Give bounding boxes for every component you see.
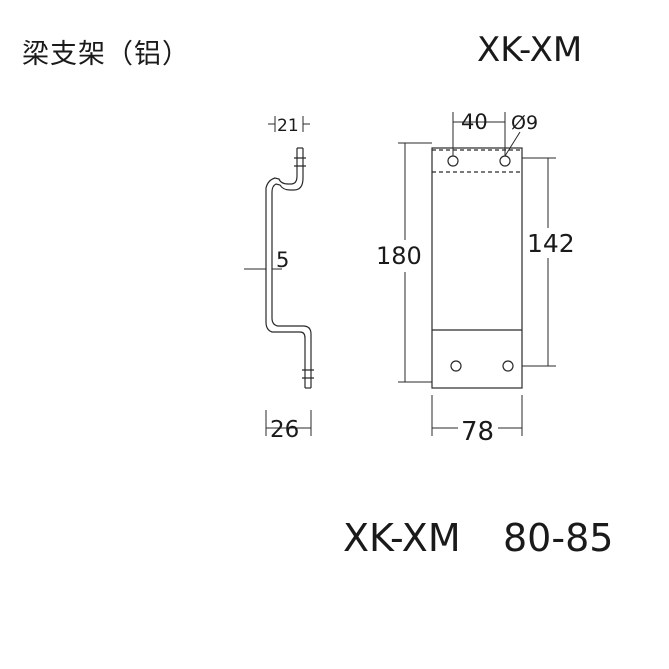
front-view (431, 147, 523, 389)
dim-front-height (398, 142, 432, 383)
dim-front-height-label: 180 (376, 242, 422, 270)
front-hole-top-left (447, 155, 459, 167)
side-profile-outer-edge (265, 148, 306, 388)
side-profile-view (265, 147, 314, 389)
dim-front-inner-height-label: 142 (527, 229, 575, 258)
side-profile-bottom-hole (302, 369, 314, 379)
model-code-footer: XK-XM (343, 516, 461, 560)
side-profile-inner-edge (271, 148, 312, 388)
drawing-title: 梁支架（铝） (22, 39, 190, 70)
dim-side-thickness-label: 5 (276, 248, 289, 272)
dim-side-bottom-depth-label: 26 (270, 417, 299, 443)
dim-front-hole-spacing (452, 112, 521, 157)
model-code-header: XK-XM (477, 30, 583, 70)
dim-front-width-label: 78 (461, 417, 494, 447)
front-plate-outline (431, 147, 523, 389)
front-hole-top-right (499, 155, 511, 167)
dim-side-top-offset (268, 116, 310, 132)
dim-front-inner-height (522, 157, 556, 367)
dim-front-width (431, 395, 523, 436)
front-hole-bottom-left (450, 360, 462, 372)
side-profile-top-hole (294, 157, 306, 167)
dim-front-hole-diameter-label: Ø9 (511, 112, 538, 134)
size-range-footer: 80-85 (503, 516, 614, 560)
dim-side-top-offset-label: 21 (277, 116, 299, 136)
front-hole-bottom-right (502, 360, 514, 372)
dim-front-hole-spacing-label: 40 (461, 110, 488, 134)
dim-side-bottom-depth (265, 410, 312, 436)
